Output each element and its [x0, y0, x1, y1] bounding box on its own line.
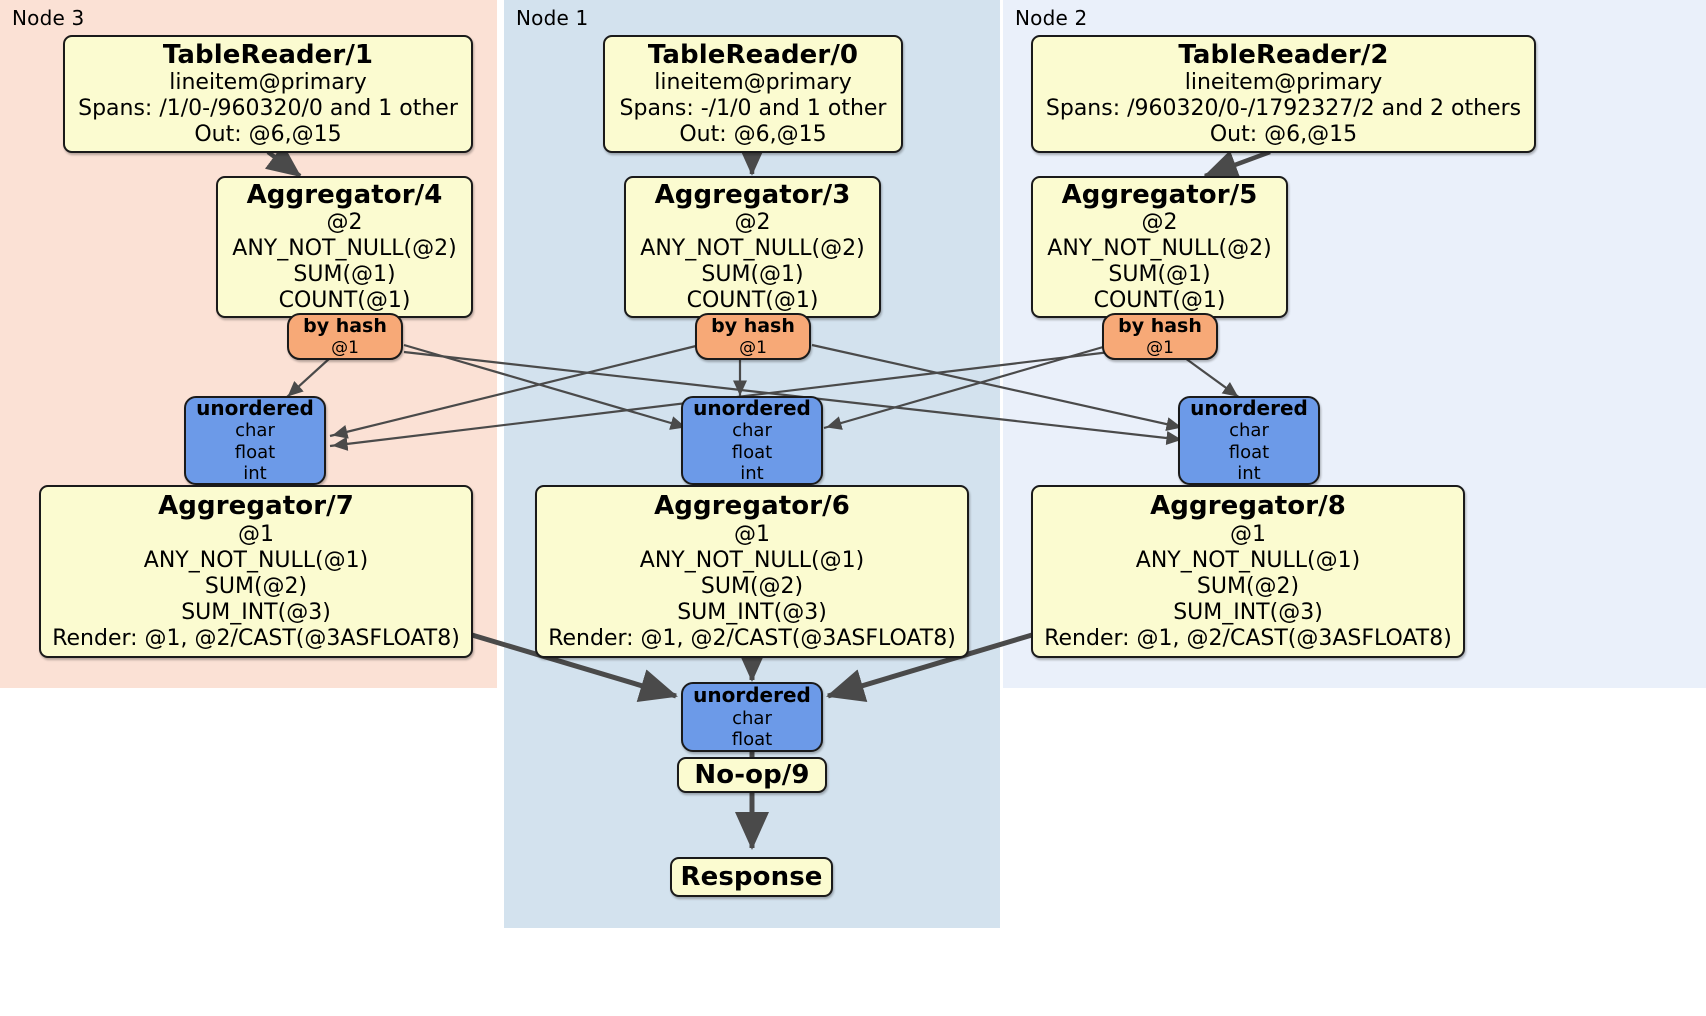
sync-type-line: float [731, 728, 773, 750]
sync-type-line: float [1228, 441, 1270, 463]
sync-unordered-center[interactable]: unordered char float int [681, 396, 823, 485]
node-aggregator-8[interactable]: Aggregator/8 @1 ANY_NOT_NULL(@1) SUM(@2)… [1031, 485, 1465, 658]
router-title: by hash [303, 315, 387, 338]
sync-type-line: float [731, 441, 773, 463]
sync-type-line: int [1237, 462, 1261, 484]
node-detail-line: @2 [1141, 210, 1178, 236]
node-detail-line: COUNT(@1) [686, 288, 819, 314]
node-title: Aggregator/5 [1061, 179, 1258, 210]
node-detail-line: Out: @6,@15 [194, 122, 342, 148]
panel-label-node-3: Node 3 [12, 6, 85, 30]
node-detail-line: lineitem@primary [1184, 70, 1383, 96]
node-detail-line: ANY_NOT_NULL(@2) [232, 236, 457, 262]
node-detail-line: SUM_INT(@3) [1173, 599, 1323, 625]
node-detail-line: @1 [1230, 521, 1266, 547]
sync-title: unordered [693, 395, 811, 420]
node-table-reader-1[interactable]: TableReader/1 lineitem@primary Spans: /1… [63, 35, 473, 153]
node-title: TableReader/1 [162, 39, 374, 70]
router-by-hash-left[interactable]: by hash @1 [287, 313, 403, 360]
node-title: No-op/9 [694, 759, 810, 790]
node-table-reader-2[interactable]: TableReader/2 lineitem@primary Spans: /9… [1031, 35, 1536, 153]
sync-type-line: char [235, 420, 275, 442]
node-detail-line: SUM(@1) [701, 262, 804, 288]
sync-unordered-final[interactable]: unordered char float [681, 682, 823, 752]
panel-label-node-1: Node 1 [516, 6, 589, 30]
node-title: Aggregator/7 [158, 491, 354, 522]
router-detail-line: @1 [739, 337, 767, 358]
node-detail-line: SUM(@2) [204, 573, 308, 599]
sync-type-line: int [740, 462, 764, 484]
sync-type-line: char [732, 707, 772, 729]
node-detail-line: COUNT(@1) [1093, 288, 1226, 314]
panel-label-node-2: Node 2 [1015, 6, 1088, 30]
sync-title: unordered [1190, 395, 1308, 420]
node-render-line: Render: @1, @2/CAST(@3ASFLOAT8) [548, 625, 956, 651]
sync-type-line: char [732, 420, 772, 442]
node-title: Response [680, 861, 823, 892]
node-detail-line: lineitem@primary [654, 70, 852, 96]
node-title: Aggregator/4 [246, 179, 443, 210]
node-detail-line: SUM_INT(@3) [181, 599, 331, 625]
node-detail-line: SUM(@2) [700, 573, 804, 599]
router-title: by hash [1118, 315, 1202, 338]
node-detail-line: Out: @6,@15 [1209, 122, 1358, 148]
node-detail-line: ANY_NOT_NULL(@2) [1047, 236, 1272, 262]
node-detail-line: @1 [238, 521, 274, 547]
node-detail-line: lineitem@primary [169, 70, 367, 96]
node-detail-line: ANY_NOT_NULL(@1) [639, 547, 865, 573]
node-detail-line: @2 [326, 210, 363, 236]
node-render-line: Render: @1, @2/CAST(@3ASFLOAT8) [1044, 625, 1452, 651]
node-no-op-9[interactable]: No-op/9 [677, 757, 827, 793]
node-title: TableReader/2 [1178, 39, 1389, 70]
node-aggregator-4[interactable]: Aggregator/4 @2 ANY_NOT_NULL(@2) SUM(@1)… [216, 176, 473, 318]
node-detail-line: ANY_NOT_NULL(@1) [143, 547, 369, 573]
sync-unordered-left[interactable]: unordered char float int [184, 396, 326, 485]
node-detail-line: SUM(@1) [1108, 262, 1211, 288]
router-detail-line: @1 [1146, 337, 1174, 358]
node-response[interactable]: Response [670, 857, 833, 897]
node-aggregator-5[interactable]: Aggregator/5 @2 ANY_NOT_NULL(@2) SUM(@1)… [1031, 176, 1288, 318]
node-detail-line: Spans: -/1/0 and 1 other [619, 96, 887, 122]
node-detail-line: SUM_INT(@3) [677, 599, 827, 625]
router-title: by hash [711, 315, 795, 338]
sync-type-line: float [234, 441, 276, 463]
router-by-hash-center[interactable]: by hash @1 [695, 313, 811, 360]
node-table-reader-0[interactable]: TableReader/0 lineitem@primary Spans: -/… [603, 35, 903, 153]
node-detail-line: SUM(@2) [1196, 573, 1300, 599]
node-detail-line: Spans: /960320/0-/1792327/2 and 2 others [1045, 96, 1522, 122]
node-detail-line: @1 [734, 521, 770, 547]
node-detail-line: SUM(@1) [293, 262, 396, 288]
router-by-hash-right[interactable]: by hash @1 [1102, 313, 1218, 360]
sync-title: unordered [693, 682, 811, 707]
node-detail-line: @2 [734, 210, 771, 236]
node-aggregator-7[interactable]: Aggregator/7 @1 ANY_NOT_NULL(@1) SUM(@2)… [39, 485, 473, 658]
node-detail-line: ANY_NOT_NULL(@2) [640, 236, 865, 262]
node-aggregator-6[interactable]: Aggregator/6 @1 ANY_NOT_NULL(@1) SUM(@2)… [535, 485, 969, 658]
node-detail-line: ANY_NOT_NULL(@1) [1135, 547, 1361, 573]
node-detail-line: COUNT(@1) [278, 288, 411, 314]
sync-unordered-right[interactable]: unordered char float int [1178, 396, 1320, 485]
router-detail-line: @1 [331, 337, 359, 358]
node-title: Aggregator/3 [654, 179, 851, 210]
node-detail-line: Spans: /1/0-/960320/0 and 1 other [78, 96, 458, 122]
sync-type-line: char [1229, 420, 1269, 442]
sync-title: unordered [196, 395, 314, 420]
node-title: Aggregator/6 [654, 491, 850, 522]
node-detail-line: Out: @6,@15 [679, 122, 827, 148]
node-render-line: Render: @1, @2/CAST(@3ASFLOAT8) [52, 625, 460, 651]
node-title: TableReader/0 [647, 39, 859, 70]
node-aggregator-3[interactable]: Aggregator/3 @2 ANY_NOT_NULL(@2) SUM(@1)… [624, 176, 881, 318]
sync-type-line: int [243, 462, 267, 484]
node-title: Aggregator/8 [1150, 491, 1346, 522]
